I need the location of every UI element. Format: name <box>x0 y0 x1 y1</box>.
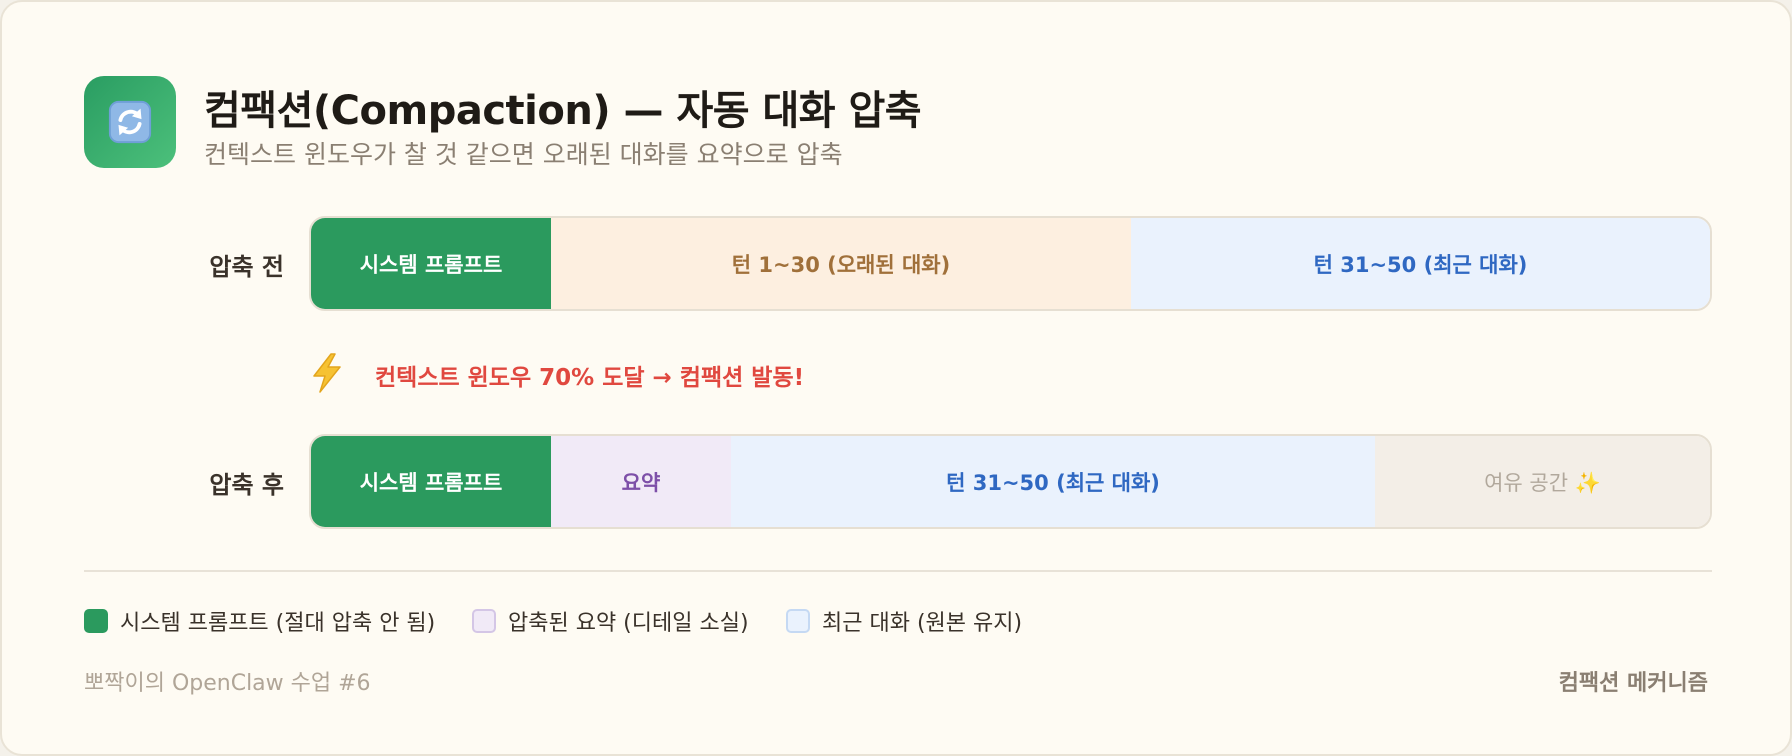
legend-item-system: 시스템 프롬프트 (절대 압축 안 됨) <box>84 605 435 637</box>
legend-label-system: 시스템 프롬프트 (절대 압축 안 됨) <box>120 611 436 636</box>
legend-swatch-system <box>84 609 108 633</box>
after-system-prompt-segment: 시스템 프롬프트 <box>311 436 551 527</box>
legend-swatch-recent <box>786 609 810 633</box>
before-bar: 시스템 프롬프트 턴 1~30 (오래된 대화) 턴 31~50 (최근 대화) <box>309 216 1712 311</box>
legend-item-summary: 압축된 요약 (디테일 소실) <box>472 605 749 637</box>
refresh-arrows-icon <box>84 76 176 168</box>
legend-label-recent: 최근 대화 (원본 유지) <box>822 611 1023 636</box>
legend-swatch-summary <box>472 609 496 633</box>
before-system-prompt-segment: 시스템 프롬프트 <box>311 218 551 309</box>
after-recent-turns-segment: 턴 31~50 (최근 대화) <box>731 436 1375 527</box>
before-label: 압축 전 <box>209 253 284 281</box>
page-title: 컴팩션(Compaction) — 자동 대화 압축 <box>204 88 922 134</box>
lightning-icon <box>313 353 341 393</box>
after-summary-segment: 요약 <box>551 436 731 527</box>
before-recent-turns-segment: 턴 31~50 (최근 대화) <box>1131 218 1710 309</box>
footer-topic-label: 컴팩션 메커니즘 <box>1558 671 1708 696</box>
before-old-turns-segment: 턴 1~30 (오래된 대화) <box>551 218 1131 309</box>
after-bar: 시스템 프롬프트 요약 턴 31~50 (최근 대화) 여유 공간 ✨ <box>309 434 1712 529</box>
trigger-message: 컨텍스트 윈도우 70% 도달 → 컴팩션 발동! <box>375 365 805 391</box>
page-subtitle: 컨텍스트 윈도우가 찰 것 같으면 오래된 대화를 요약으로 압축 <box>204 140 843 169</box>
legend-label-summary: 압축된 요약 (디테일 소실) <box>508 611 749 636</box>
footer-series-label: 뽀짝이의 OpenClaw 수업 #6 <box>84 671 371 696</box>
divider <box>84 570 1712 572</box>
after-spare-space-segment: 여유 공간 ✨ <box>1375 436 1710 527</box>
after-label: 압축 후 <box>209 471 284 499</box>
legend-item-recent: 최근 대화 (원본 유지) <box>786 605 1022 637</box>
